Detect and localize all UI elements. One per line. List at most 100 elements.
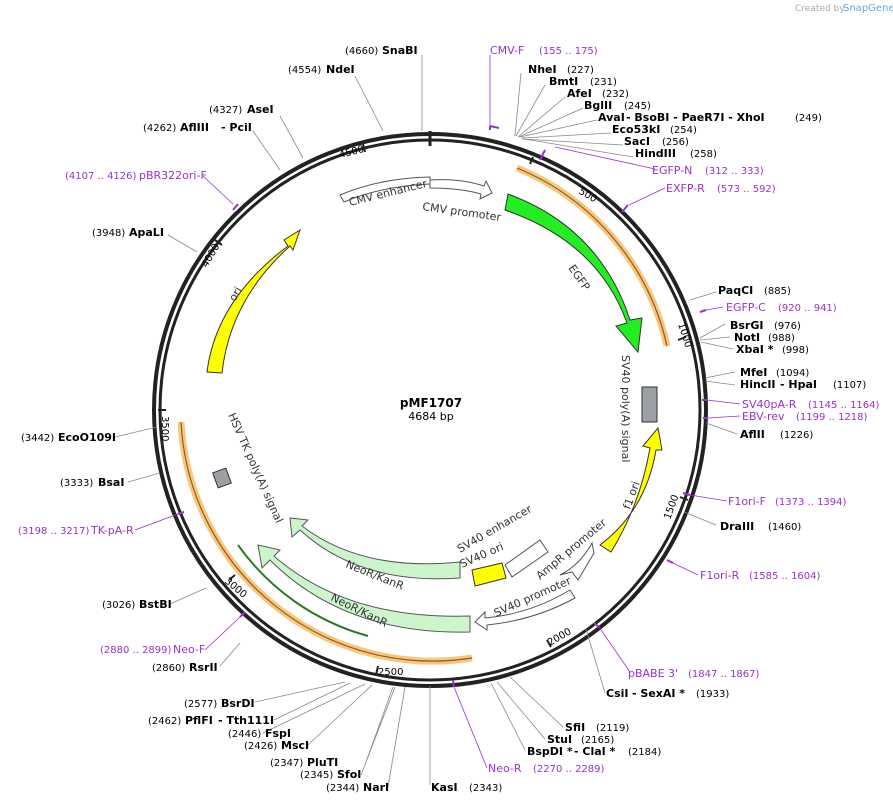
site-label: BsaI <box>98 476 124 489</box>
tk-arc <box>180 421 473 662</box>
site-label: FspI <box>265 727 291 740</box>
site-pos: (249) <box>795 113 822 124</box>
neor-shape-1 <box>289 517 461 580</box>
site-label: BglII <box>584 99 612 112</box>
site-label: CsiI <box>606 687 628 700</box>
site-pos: (998) <box>782 345 809 356</box>
site-pos: (231) <box>590 77 617 88</box>
credit-prefix: Created by <box>795 4 845 14</box>
site-pos: (2577) <box>184 699 217 710</box>
primer-pos: (573 .. 592) <box>717 184 776 195</box>
plasmid-size: 4684 bp <box>408 410 453 423</box>
egfp-shape <box>504 193 643 354</box>
primer-label: EGFP-C <box>726 301 766 314</box>
sv40-enhancer-shape <box>504 539 549 578</box>
plasmid-name: pMF1707 <box>400 396 462 410</box>
site-label: SfoI <box>337 768 361 781</box>
site-label: NotI <box>734 331 760 344</box>
site-label: ApaLI <box>129 226 164 239</box>
site-pos: (2119) <box>596 723 629 734</box>
primer-pos: (1145 .. 1164) <box>808 400 880 411</box>
primer-marks <box>177 125 708 688</box>
site-label: SnaBI <box>382 44 418 57</box>
site-pos: (1107) <box>833 380 866 391</box>
site-pos: (2347) <box>270 758 303 769</box>
site-pos: (3442) <box>21 433 54 444</box>
site-label-extra: - Tth111I <box>218 714 274 727</box>
site-label: NarI <box>363 781 389 794</box>
site-pos: (4660) <box>345 46 378 57</box>
primer-label: EGFP-N <box>652 164 692 177</box>
site-pos: (4327) <box>209 105 242 116</box>
site-label: BspDI * <box>527 745 573 758</box>
hsv-tk-label: HSV TK poly(A) signal <box>225 411 285 525</box>
site-label: SacI <box>624 135 650 148</box>
primer-pos: (312 .. 333) <box>705 166 764 177</box>
site-pos: (988) <box>768 333 795 344</box>
site-label: AflII <box>740 428 765 441</box>
site-label: AseI <box>247 103 274 116</box>
sv40-polya-shape <box>641 386 658 423</box>
primer-pos: (1585 .. 1604) <box>749 571 821 582</box>
site-label: KasI <box>431 781 458 794</box>
primer-pos: (2880 .. 2899) <box>100 645 172 656</box>
site-label: HindIII <box>635 147 676 160</box>
primer-pos: (3198 .. 3217) <box>18 526 90 537</box>
primer-pos: (1847 .. 1867) <box>688 669 760 680</box>
neor-shape-2 <box>257 544 471 633</box>
site-pos: (3948) <box>92 228 125 239</box>
site-pos: (2165) <box>581 735 614 746</box>
site-label: AvaI <box>598 111 625 124</box>
primer-label: CMV-F <box>490 44 524 57</box>
site-label: SfiI <box>565 721 585 734</box>
primer-leaders <box>134 55 741 769</box>
primer-label: pBR322ori-F <box>139 169 207 182</box>
site-label: AfeI <box>567 87 592 100</box>
sv40-ori-shape <box>471 562 507 587</box>
site-pos: (254) <box>670 125 697 136</box>
site-label: MfeI <box>740 366 767 379</box>
site-pos: (2462) <box>148 716 181 727</box>
site-label-extra: - PciI <box>221 121 252 134</box>
site-label: Eco53kI <box>612 123 660 136</box>
site-pos: (1226) <box>780 430 813 441</box>
primer-pos: (4107 .. 4126) <box>65 171 137 182</box>
primer-pos: (1199 .. 1218) <box>796 412 868 423</box>
tick-label: 2500 <box>378 667 403 678</box>
site-label-extra: - HpaI <box>780 378 817 391</box>
site-pos: (1094) <box>776 368 809 379</box>
site-label: RsrII <box>189 661 218 674</box>
tick-label: 3500 <box>159 416 170 441</box>
primer-pos: (155 .. 175) <box>539 46 598 57</box>
primer-pos: (2270 .. 2289) <box>533 764 605 775</box>
site-label: AflIII <box>180 121 209 134</box>
site-label: MscI <box>281 739 309 752</box>
site-label: EcoO109I <box>58 431 116 444</box>
primer-label: EXFP-R <box>666 182 705 195</box>
sv40-polya-label: SV40 poly(A) signal <box>619 355 632 462</box>
hsv-tk-shape <box>212 467 232 489</box>
site-label: BsrGI <box>730 319 763 332</box>
site-pos: (258) <box>690 149 717 160</box>
site-pos: (3333) <box>60 478 93 489</box>
site-label: BmtI <box>549 75 578 88</box>
site-pos: (2446) <box>228 729 261 740</box>
f1-ori-shape <box>599 426 663 553</box>
primer-label: TK-pA-R <box>90 524 134 537</box>
site-pos: (245) <box>624 101 651 112</box>
site-pos: (885) <box>764 286 791 297</box>
site-pos: (4554) <box>288 65 321 76</box>
neo-arc <box>237 544 369 637</box>
sv40-promoter-shape <box>474 589 576 631</box>
primer-label: EBV-rev <box>742 410 785 423</box>
site-pos: (256) <box>662 137 689 148</box>
site-pos: (3026) <box>102 600 135 611</box>
site-label: BstBI <box>139 598 172 611</box>
egfp-n-arc <box>516 167 668 347</box>
site-pos: (1933) <box>696 689 729 700</box>
site-pos: (2345) <box>300 770 333 781</box>
site-pos: (2184) <box>628 747 661 758</box>
site-pos: (2343) <box>469 783 502 794</box>
primer-label: SV40pA-R <box>742 398 797 411</box>
